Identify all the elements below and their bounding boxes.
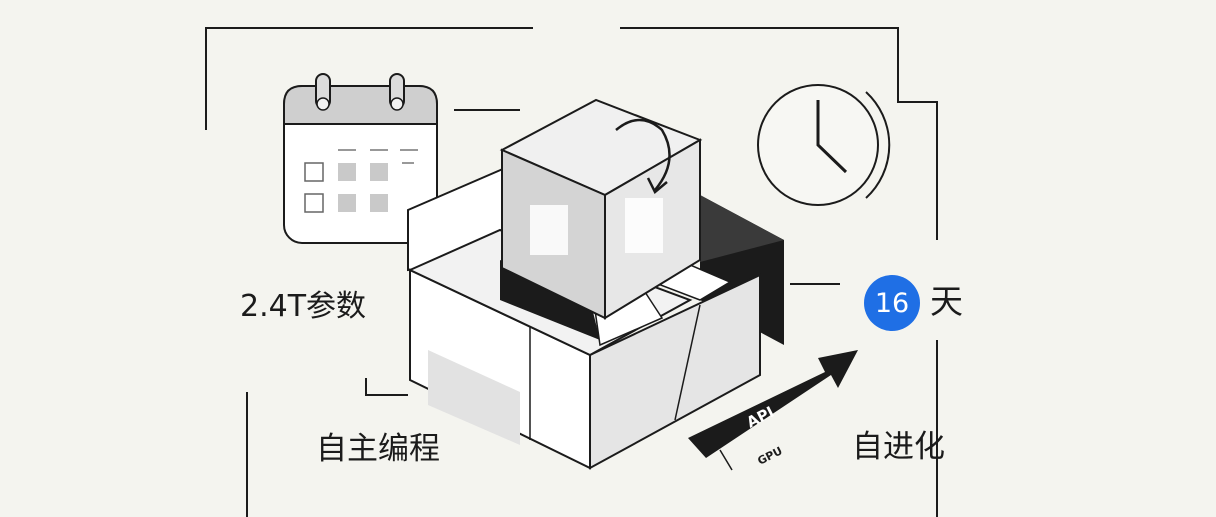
rotate-arrow-icon [615,118,671,194]
cube-icon [499,98,703,320]
self-evolution-label: 自进化 [852,429,945,465]
auto-programming-label: 自主编程 [316,431,440,467]
arrow-gpu-text: GPU [755,444,784,467]
frame-lines [205,27,938,517]
days-unit-label: 天 [930,282,963,321]
clock-icon [757,84,891,206]
calendar-icon [283,73,438,244]
days-badge: 16 [864,275,920,331]
params-label: 2.4T参数 [240,289,367,324]
